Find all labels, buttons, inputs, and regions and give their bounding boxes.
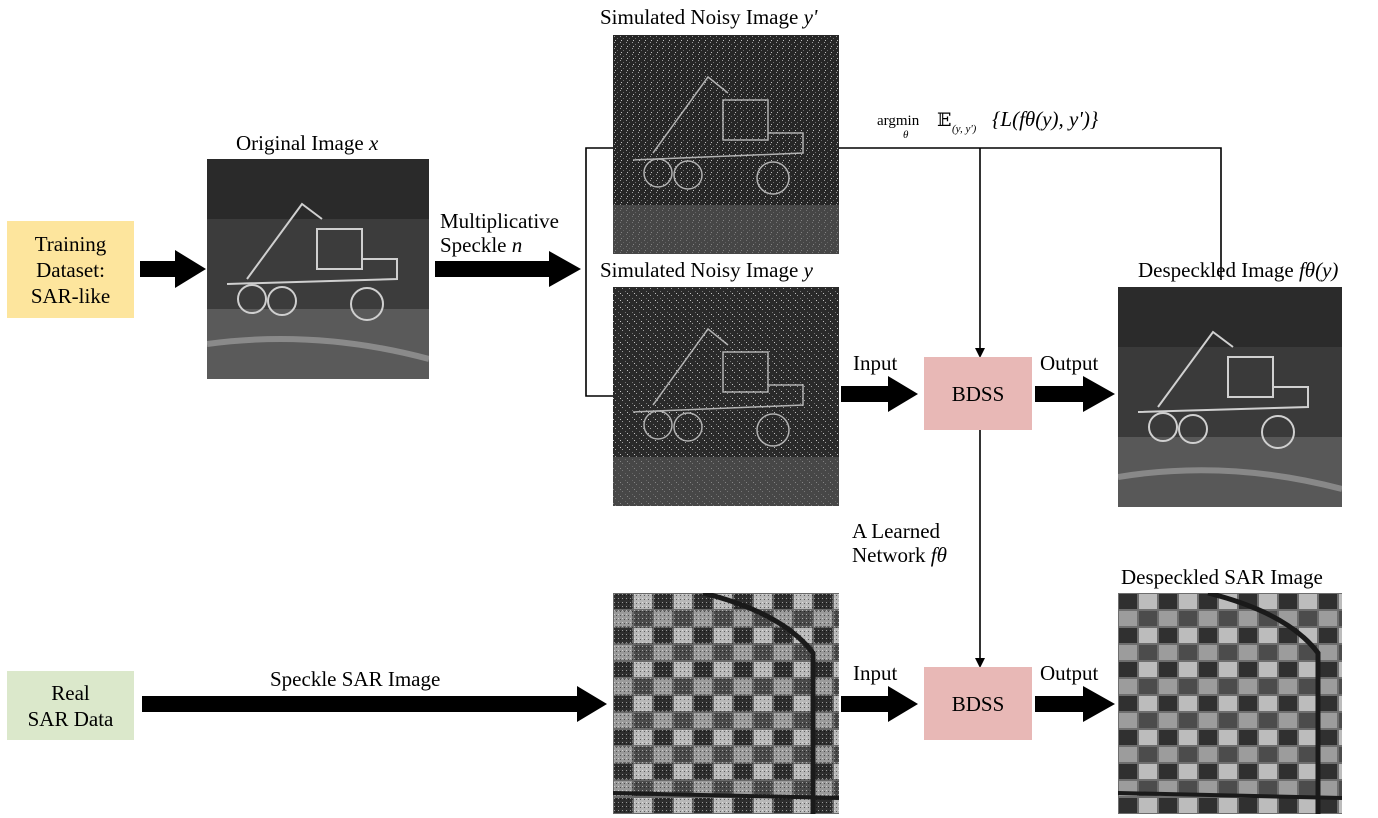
learned-line2-wrap: Network fθ	[852, 543, 947, 567]
multiplicative-speckle-arrow	[435, 251, 581, 287]
speckle-sar-arrow	[142, 686, 607, 722]
real-sar-line2: SAR Data	[27, 706, 114, 731]
real-sar-data-box: Real SAR Data	[7, 671, 134, 740]
noisy-bracket	[585, 147, 613, 397]
expectation-symbol: 𝔼	[937, 109, 952, 131]
output-top-arrow	[1035, 376, 1115, 412]
learned-line1: A Learned	[852, 519, 941, 543]
bdss-box-bottom: BDSS	[924, 667, 1032, 740]
original-image-var: x	[368, 131, 379, 155]
input-bottom-arrow	[841, 686, 918, 722]
output-bottom-label: Output	[1040, 661, 1099, 685]
expectation-subscript: (y, y')	[952, 123, 977, 135]
original-image-label: Original Image x	[236, 131, 378, 155]
original-image-text: Original Image	[236, 131, 364, 155]
training-dataset-line1: Training	[34, 231, 107, 256]
input-top-label: Input	[853, 351, 898, 375]
multiplicative-speckle-label: Multiplicative Speckle n	[440, 209, 580, 257]
multiplicative-line2-wrap: Speckle n	[440, 233, 580, 257]
despeckled-sar-image	[1118, 593, 1342, 814]
noisy-label: Simulated Noisy Image y	[600, 258, 813, 282]
output-bottom-arrow	[1035, 686, 1115, 722]
learned-var: fθ	[930, 543, 947, 567]
argmin-text: argmin	[877, 113, 920, 129]
bdss-label-bottom: BDSS	[951, 691, 1005, 716]
loss-feedback-line	[839, 147, 1222, 280]
bdss-box-top: BDSS	[924, 357, 1032, 430]
training-dataset-line3: SAR-like	[30, 283, 111, 308]
despeckled-image-text: Despeckled Image	[1138, 258, 1294, 282]
noisy-prime-text: Simulated Noisy Image	[600, 5, 799, 29]
despeckled-sar-label: Despeckled SAR Image	[1121, 565, 1323, 589]
speckle-sar-label: Speckle SAR Image	[270, 667, 441, 691]
original-image	[207, 159, 429, 379]
input-bottom-label: Input	[853, 661, 898, 685]
bdss-label-top: BDSS	[951, 381, 1005, 406]
training-to-original-arrow	[140, 250, 206, 288]
training-dataset-line2: Dataset:	[36, 257, 105, 282]
noisy-image-y-prime	[613, 35, 839, 254]
multiplicative-line2: Speckle	[440, 233, 507, 257]
noisy-var: y	[803, 258, 813, 282]
despeckled-image-label: Despeckled Image fθ(y)	[1138, 258, 1338, 282]
loss-expression: {L(fθ(y), y')}	[992, 107, 1099, 131]
argmin-theta: θ	[903, 129, 909, 141]
training-dataset-box: Training Dataset: SAR-like	[7, 221, 134, 318]
learned-network-label: A Learned Network fθ	[852, 519, 947, 567]
output-top-label: Output	[1040, 351, 1099, 375]
learned-line2: Network	[852, 543, 926, 567]
noisy-text: Simulated Noisy Image	[600, 258, 799, 282]
real-sar-line1: Real	[51, 680, 90, 705]
multiplicative-line1: Multiplicative	[440, 209, 559, 233]
input-top-arrow	[841, 376, 918, 412]
despeckled-image-var: fθ(y)	[1298, 258, 1339, 282]
speckle-var: n	[511, 233, 523, 257]
noisy-prime-label: Simulated Noisy Image y'	[600, 5, 817, 29]
speckle-sar-image	[613, 593, 839, 814]
noisy-prime-var: y'	[803, 5, 818, 29]
despeckled-image	[1118, 287, 1342, 507]
noisy-image-y	[613, 287, 839, 506]
